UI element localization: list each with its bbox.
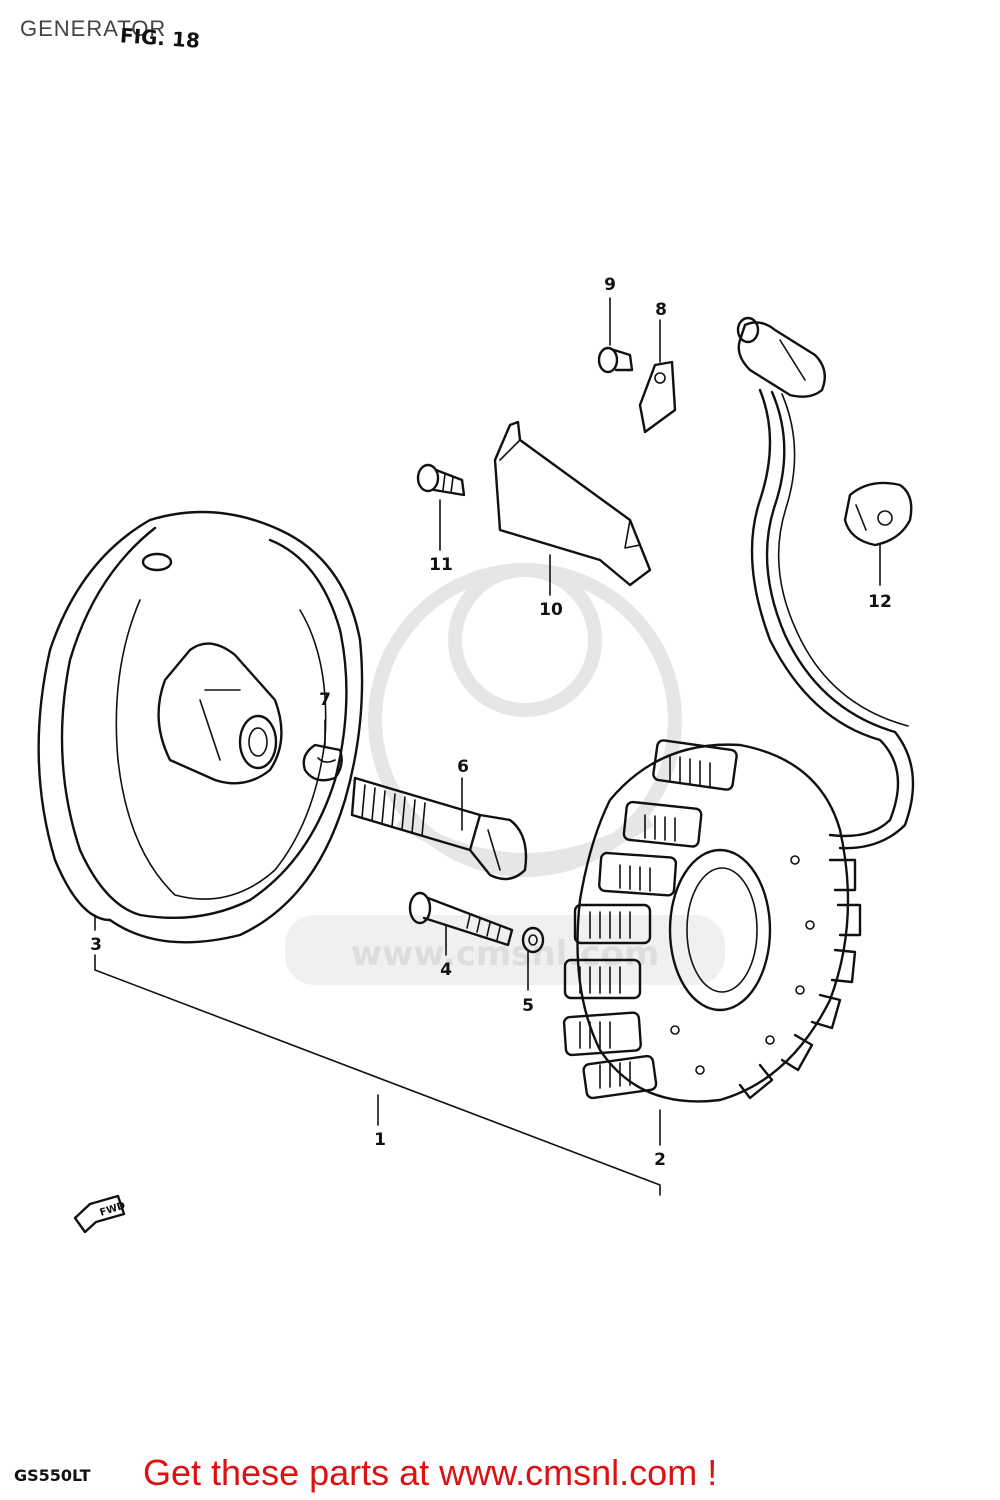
page-title: GENERATOR	[20, 16, 167, 41]
watermark-url: www.cmsnl.com	[351, 934, 660, 974]
leader-lines	[94, 297, 881, 1196]
plate-screw	[416, 463, 466, 497]
wire-guide-plate	[493, 420, 652, 587]
wire-grommet	[843, 481, 913, 547]
stator-assembly	[562, 739, 862, 1103]
promo-link[interactable]: Get these parts at www.cmsnl.com !	[143, 1452, 718, 1493]
callout-6: 6	[457, 757, 469, 777]
callout-10: 10	[539, 600, 563, 620]
callout-1: 1	[374, 1130, 386, 1150]
lead-wire	[736, 316, 915, 850]
washer-part	[521, 926, 545, 954]
callout-11: 11	[429, 555, 453, 575]
key-part	[302, 743, 343, 782]
callout-7: 7	[319, 690, 331, 710]
callout-2: 2	[654, 1150, 666, 1170]
callout-4: 4	[440, 960, 452, 980]
callout-12: 12	[868, 592, 892, 612]
wire-clamp	[638, 360, 677, 434]
callout-8: 8	[655, 300, 667, 320]
fwd-arrow-icon: FWD	[73, 1194, 127, 1234]
clamp-screw	[597, 346, 634, 374]
rotor-bolt	[350, 776, 528, 881]
callout-9: 9	[604, 275, 616, 295]
callout-5: 5	[522, 996, 534, 1016]
callout-3: 3	[90, 935, 102, 955]
model-code: GS550LT	[14, 1466, 91, 1485]
rotor-flywheel	[37, 510, 364, 944]
stator-screw	[408, 891, 514, 947]
